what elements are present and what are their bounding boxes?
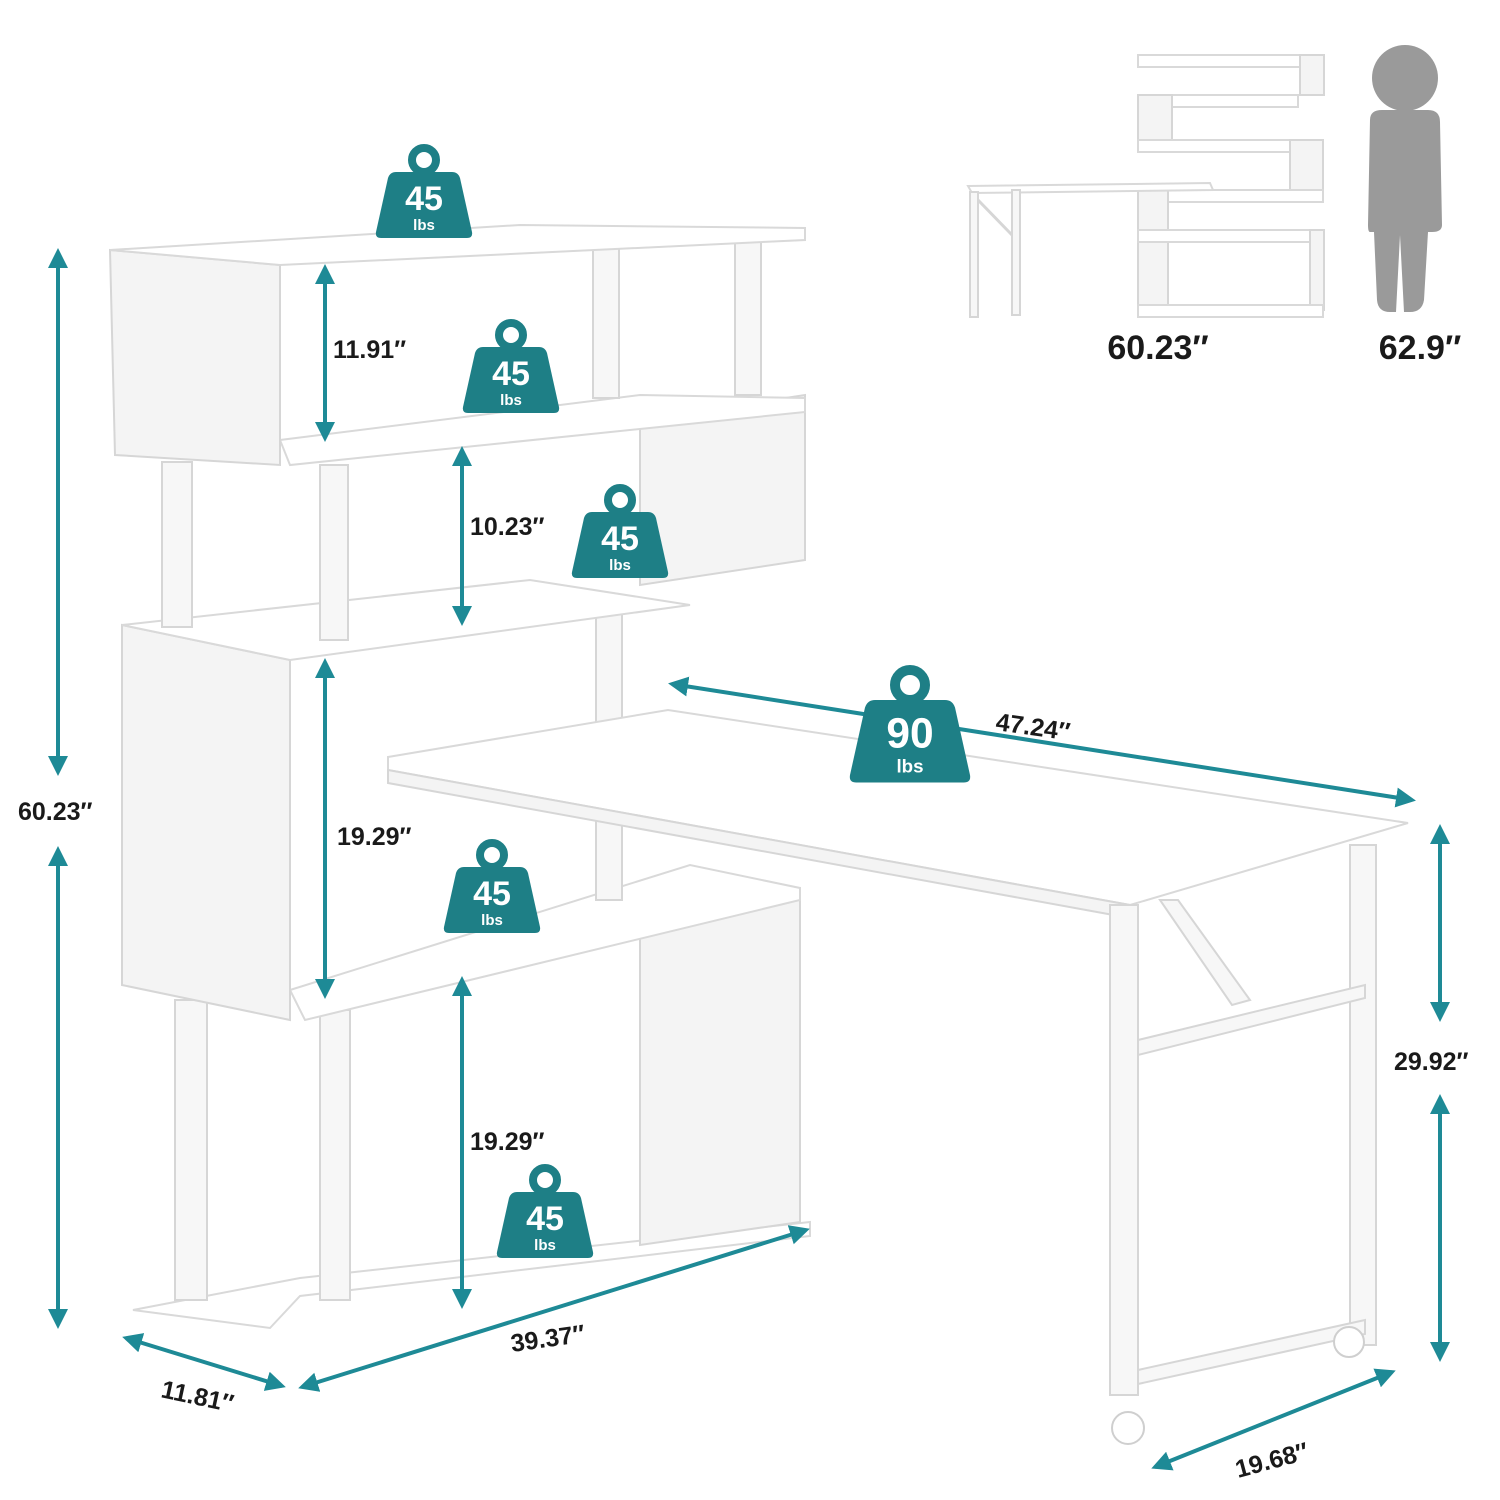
weight-unit: lbs [481, 912, 503, 929]
total-height-label: 60.23″ [18, 798, 93, 826]
shelf-gap-2-label: 10.23″ [470, 513, 545, 541]
weight-value: 45 [601, 520, 639, 558]
weight-unit: lbs [896, 756, 923, 777]
frame-leg [319, 1009, 351, 1301]
desk-depth-label: 19.68″ [1232, 1437, 1311, 1483]
person-silhouette-icon [1368, 45, 1442, 312]
desk-top [387, 708, 1409, 907]
unit-height-label: 60.23″ [1107, 329, 1208, 367]
person-height-label: 62.9″ [1379, 329, 1461, 367]
base-length-label: 39.37″ [509, 1320, 587, 1358]
weight-value: 45 [526, 1200, 564, 1238]
shelf-gap-3-label: 19.29″ [337, 823, 412, 851]
desk-brace [1158, 899, 1252, 1007]
desk-length-label: 47.24″ [994, 708, 1072, 746]
weight-unit: lbs [534, 1237, 556, 1254]
desk-leg [1349, 844, 1377, 1346]
base-plank [132, 1220, 811, 1330]
desk-crossbar [1137, 1318, 1366, 1386]
weight-value: 45 [492, 355, 530, 393]
desk-height-label: 29.92″ [1394, 1048, 1469, 1076]
size-comparison-inset: 60.23″ 62.9″ [966, 45, 1461, 367]
shelf-board [121, 578, 691, 662]
dimension-labels: 60.23″ 11.91″ 10.23″ 19.29″ 19.29″ 47.24… [18, 336, 1469, 1484]
desk [387, 708, 1409, 1445]
shelf-side-panel [639, 886, 801, 1247]
frame-leg [174, 999, 208, 1301]
base-depth-arrow [122, 1333, 286, 1391]
weight-unit: lbs [500, 392, 522, 409]
desk-leg [1109, 904, 1139, 1396]
shelf-board [278, 393, 806, 467]
frame-leg [161, 461, 193, 628]
dimension-arrows [48, 248, 1450, 1471]
weight-value: 45 [405, 180, 443, 218]
weight-value: 90 [886, 711, 933, 758]
frame-leg [319, 464, 349, 641]
desk-crossbar [1137, 983, 1366, 1057]
weight-value: 45 [473, 875, 511, 913]
desk-depth-arrow [1151, 1368, 1396, 1471]
base-depth-label: 11.81″ [159, 1375, 236, 1418]
shelf-board [288, 863, 801, 1022]
shelf-side-panel [108, 248, 281, 467]
shelf-side-panel [121, 623, 291, 1022]
weight-unit: lbs [609, 557, 631, 574]
frame-leg [592, 247, 620, 399]
caster-wheel [1111, 1411, 1145, 1445]
caster-wheel [1333, 1326, 1365, 1358]
base-length-arrow [298, 1225, 810, 1392]
shelf-gap-4-label: 19.29″ [470, 1128, 545, 1156]
shelf-gap-1-label: 11.91″ [333, 336, 406, 364]
frame-leg [734, 239, 762, 396]
bookshelf [108, 223, 811, 1330]
mini-desk-unit [966, 54, 1325, 318]
desk-length-arrow [668, 676, 1416, 808]
weight-unit: lbs [413, 217, 435, 234]
